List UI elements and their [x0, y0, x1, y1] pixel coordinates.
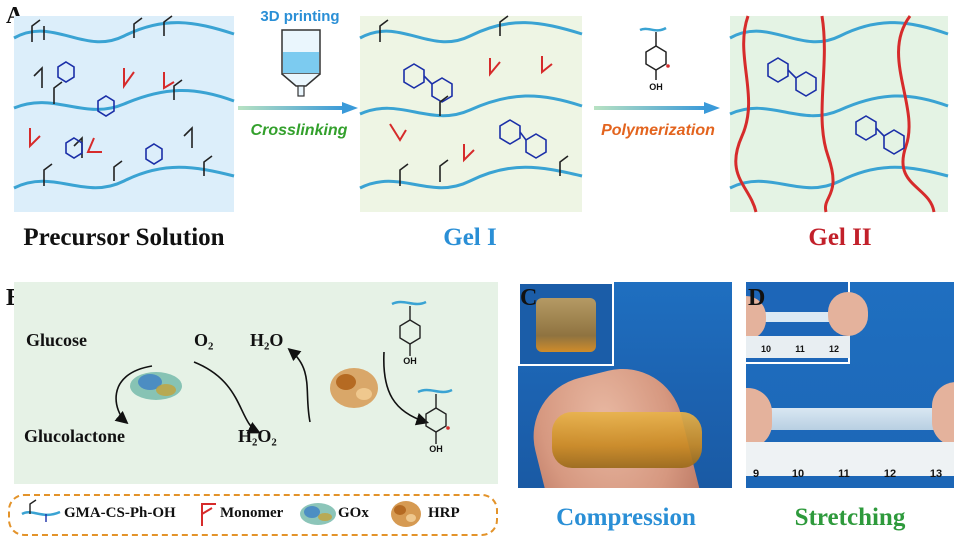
red-polymer-chain	[820, 15, 835, 213]
gel1-illustration	[359, 15, 583, 190]
panel-label-c: C	[520, 285, 538, 311]
glucose-label: Glucose	[26, 330, 87, 350]
ruler	[746, 442, 954, 476]
curved-arrow	[383, 351, 430, 426]
polymer-chain	[729, 94, 949, 118]
inset-image	[518, 282, 614, 366]
arrow2-bottom-label: Polymerization	[601, 122, 715, 139]
arrow-right-icon	[594, 102, 720, 114]
h2o-label: H₂O	[250, 330, 284, 350]
arrow1-top-label: 3D printing	[260, 8, 340, 25]
gel-sample-image	[552, 412, 702, 468]
polymer-chain	[13, 21, 235, 44]
panel-b-box	[14, 282, 498, 484]
phenol-radical-icon	[639, 26, 670, 80]
monomer-icon	[201, 503, 216, 526]
legend-hrp-label: HRP	[428, 505, 460, 521]
ruler-tick-label: 10	[791, 468, 805, 480]
polymer-chain	[359, 21, 583, 44]
oh-label: OH	[649, 82, 663, 92]
curved-arrow	[287, 347, 311, 423]
gox-icon	[130, 372, 182, 400]
oh-label: OH	[429, 444, 443, 454]
monomer-icon	[163, 72, 175, 90]
compression-photo	[518, 282, 732, 488]
monomer-icon	[541, 56, 553, 75]
monomer-icon	[123, 68, 135, 90]
polymer-chain	[13, 165, 235, 190]
arrow-right-icon	[238, 102, 358, 114]
glucolactone-label: Glucolactone	[24, 426, 125, 446]
phenol-ring	[145, 143, 163, 165]
hrp-icon	[391, 501, 421, 527]
gel2-illustration	[729, 15, 949, 213]
curved-arrow	[114, 365, 153, 425]
legend-monomer-label: Monomer	[220, 505, 284, 521]
gox-icon	[300, 503, 336, 525]
red-polymer-chain	[897, 15, 936, 213]
hrp-icon	[330, 368, 378, 408]
gel2-box	[730, 16, 948, 212]
legend-polymer-label: GMA-CS-Ph-OH	[64, 505, 176, 521]
ruler-tick-label: 12	[883, 468, 897, 480]
ruler-tick-label: 11	[838, 468, 850, 480]
phenol-ring	[97, 95, 115, 117]
inset-image	[746, 282, 868, 364]
gel-sample-image	[746, 408, 954, 430]
panel-label-d: D	[748, 285, 766, 311]
polymer-chain	[359, 165, 583, 190]
o2-label: O₂	[194, 330, 214, 350]
ruler-tick-label: 10	[760, 344, 771, 354]
precursor-illustration	[13, 15, 235, 190]
polymer-legend-icon	[21, 499, 61, 522]
compression-label: Compression	[556, 504, 696, 531]
polymer-chain	[13, 88, 235, 111]
curved-arrow	[193, 361, 261, 434]
legend-box	[8, 494, 498, 536]
phenol-ring	[57, 61, 75, 83]
polymer-chain	[359, 94, 583, 118]
oh-label: OH	[403, 356, 417, 366]
ruler-tick-label: 13	[929, 468, 943, 480]
monomer-icon	[489, 58, 501, 77]
ruler-tick-label: 9	[752, 468, 760, 480]
phenol-ring	[65, 137, 83, 159]
stretching-label: Stretching	[794, 504, 906, 531]
stretching-photo	[746, 282, 954, 488]
red-polymer-chain	[734, 15, 758, 213]
legend-gox-label: GOx	[338, 505, 369, 521]
syringe-icon	[281, 29, 321, 97]
precursor-label: Precursor Solution	[23, 224, 225, 251]
gel2-label: Gel II	[808, 224, 872, 251]
arrow1-bottom-label: Crosslinking	[250, 122, 348, 139]
monomer-icon	[29, 128, 41, 149]
gel1-label: Gel I	[443, 224, 497, 251]
polymer-chain	[729, 165, 949, 190]
monomer-icon	[389, 123, 407, 142]
reaction-arrows	[114, 300, 453, 444]
ruler-tick-label: 11	[795, 344, 805, 354]
monomer-icon	[463, 144, 475, 163]
ruler-tick-label: 12	[828, 344, 839, 354]
monomer-icon	[86, 137, 102, 153]
polymer-chain	[729, 21, 949, 44]
